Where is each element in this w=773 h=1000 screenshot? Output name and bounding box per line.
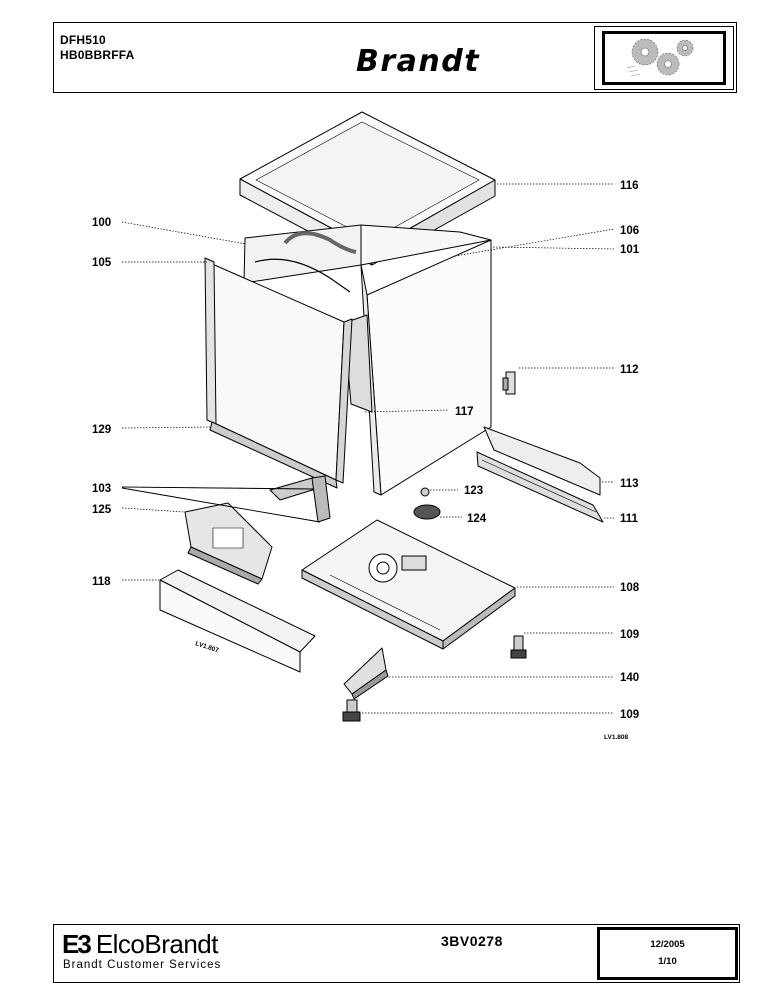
callout-108: 108 (620, 582, 640, 594)
company-mark: E3 (62, 929, 92, 959)
kickplate (159, 569, 316, 673)
callout-113: 113 (620, 478, 639, 490)
logo-frame (594, 26, 734, 90)
date-box (597, 927, 738, 980)
company-name: ElcoBrandt (95, 929, 219, 959)
brand-logo: Brandt (356, 44, 481, 79)
callout-111: 111 (620, 513, 639, 525)
left-side-panel (204, 257, 353, 489)
model-reference: HB0BBRFFA (60, 48, 135, 62)
page-number: 1/10 (658, 956, 677, 967)
document-reference: 3BV0278 (441, 933, 503, 949)
control-module (184, 502, 273, 585)
service-label: Brandt Customer Services (63, 959, 222, 971)
callout-117: 117 (455, 406, 474, 418)
callout-123: 123 (464, 485, 483, 497)
callout-112: 112 (620, 364, 639, 376)
callout-109-rear: 109 (620, 629, 639, 641)
drawing-code-lower: LV1.807 (194, 640, 219, 654)
callout-109-front: 109 (620, 709, 639, 721)
callout-100: 100 (92, 217, 111, 229)
leg-bracket (343, 647, 389, 700)
right-side-panel (360, 239, 492, 496)
callout-101: 101 (620, 244, 640, 256)
callout-106: 106 (620, 225, 639, 237)
callout-140: 140 (620, 672, 639, 684)
callout-116: 116 (620, 180, 639, 192)
footer-frame (53, 924, 740, 983)
plinth-trim (476, 426, 604, 523)
drawing-code-upper: LV1.808 (604, 734, 628, 741)
callout-105: 105 (92, 257, 112, 269)
foot-109-rear (510, 635, 527, 659)
hinge-bracket (502, 371, 516, 395)
callout-118: 118 (92, 576, 111, 588)
document-date: 12/2005 (650, 939, 685, 950)
cap-124 (413, 504, 441, 520)
callout-129: 129 (92, 424, 111, 436)
header-frame (53, 22, 737, 93)
callout-125: 125 (92, 504, 112, 516)
foot-109-front (342, 699, 361, 722)
base-tray (301, 519, 516, 650)
callout-103: 103 (92, 483, 111, 495)
callout-124: 124 (467, 513, 487, 525)
model-number: DFH510 (60, 33, 106, 47)
clip-123 (420, 487, 430, 497)
gears-icon (602, 31, 726, 85)
